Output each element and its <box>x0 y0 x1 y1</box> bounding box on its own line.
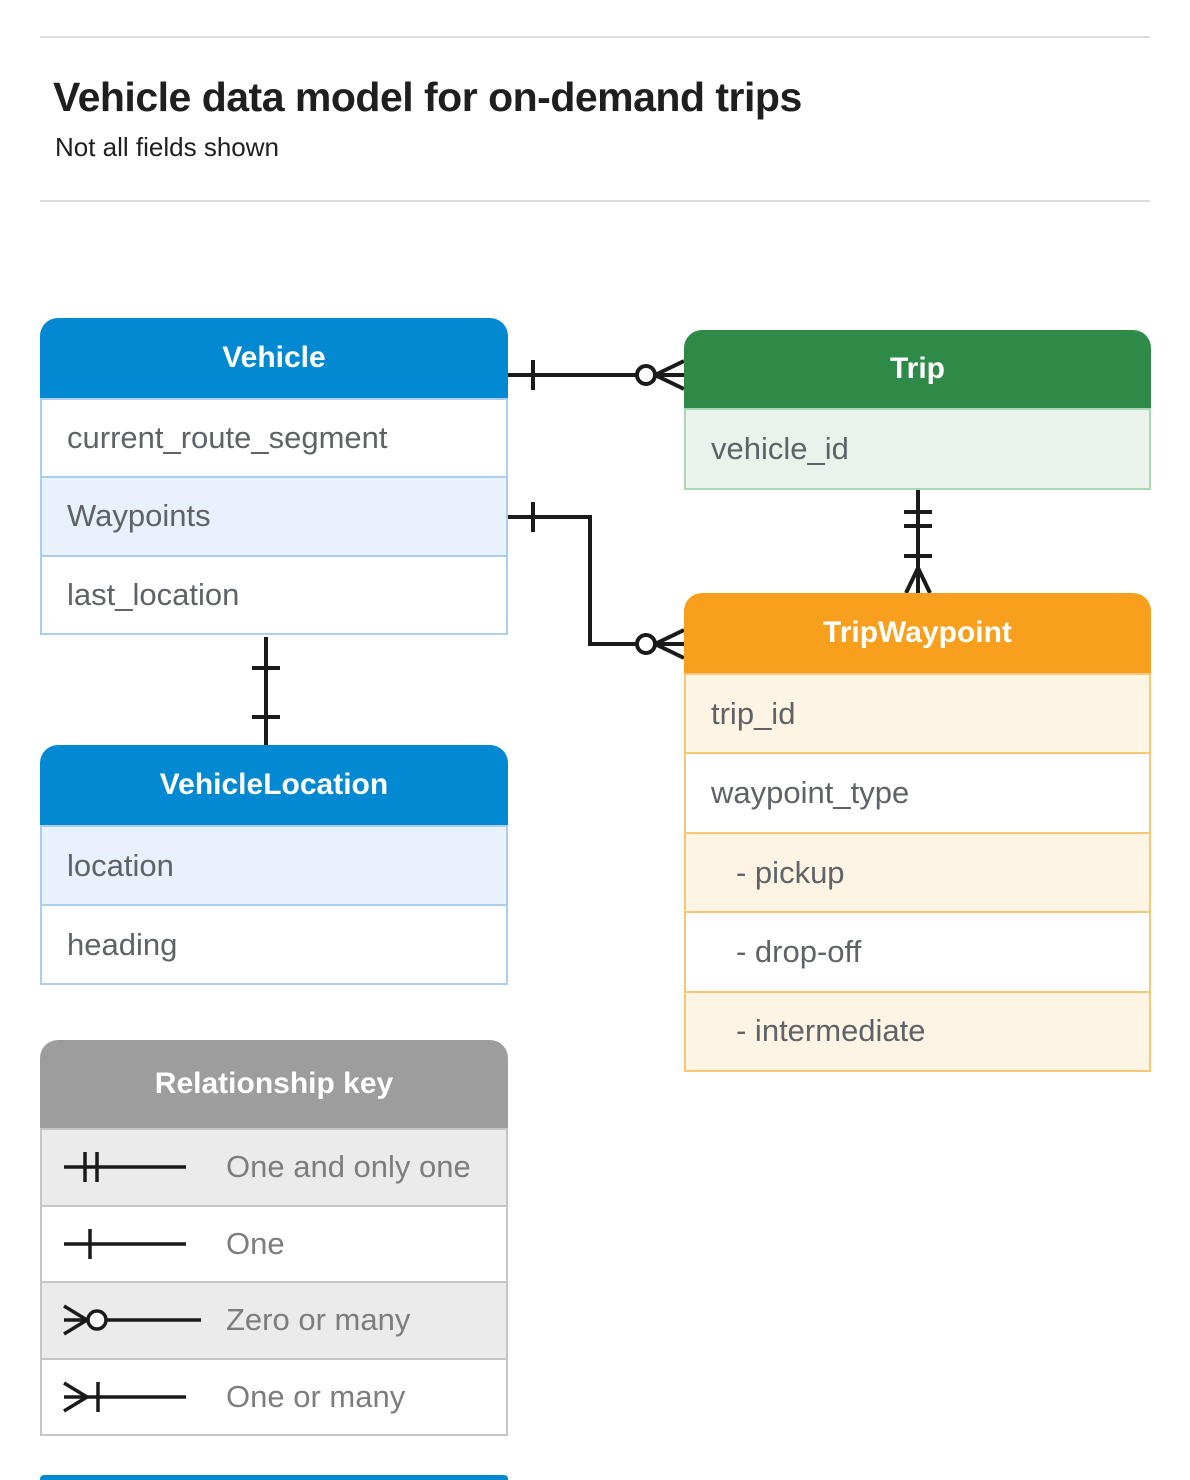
entity-vehiclelocation-title: VehicleLocation <box>40 745 508 825</box>
one-icon <box>64 1228 186 1259</box>
field-waypoint-type-pickup: - pickup <box>686 833 1149 914</box>
entity-tripwaypoint-title: TripWaypoint <box>684 593 1151 673</box>
entity-vehiclelocation: VehicleLocation location heading <box>40 745 508 985</box>
header-divider <box>40 200 1150 202</box>
top-divider <box>40 36 1150 38</box>
legend-label: One or many <box>226 1378 406 1414</box>
entity-vehicle: Vehicle current_route_segment Waypoints … <box>40 318 508 635</box>
connector-waypoints-tripwaypoint <box>508 502 685 660</box>
connector-vehicle-vehiclelocation <box>252 637 280 745</box>
field-location: location <box>42 827 506 906</box>
field-last-location: last_location <box>42 556 506 633</box>
field-waypoints: Waypoints <box>42 478 506 557</box>
connector-trip-tripwaypoint <box>904 490 932 594</box>
relationship-key: Relationship key One and only one One <box>40 1040 508 1436</box>
field-vehicle-id: vehicle_id <box>686 410 1149 488</box>
field-trip-id: trip_id <box>686 675 1149 755</box>
legend-item-one-and-only-one: One and only one <box>42 1130 506 1207</box>
page-title: Vehicle data model for on-demand trips <box>53 74 802 120</box>
legend-item-one: One <box>42 1206 506 1283</box>
field-waypoint-type-intermediate: - intermediate <box>686 992 1149 1071</box>
cropped-table-header-edge <box>40 1475 508 1480</box>
field-current-route-segment: current_route_segment <box>42 400 506 479</box>
one-or-many-icon <box>63 1381 186 1413</box>
one-and-only-one-icon <box>64 1152 186 1183</box>
legend-label: One <box>226 1225 285 1261</box>
legend-item-zero-or-many: Zero or many <box>42 1283 506 1360</box>
zero-or-many-icon <box>63 1304 201 1336</box>
legend-label: One and only one <box>226 1149 471 1185</box>
entity-trip: Trip vehicle_id <box>684 330 1151 490</box>
entity-tripwaypoint: TripWaypoint trip_id waypoint_type - pic… <box>684 593 1151 1072</box>
page-subtitle: Not all fields shown <box>55 132 279 162</box>
field-heading: heading <box>42 906 506 983</box>
legend-label: Zero or many <box>226 1302 411 1338</box>
field-waypoint-type: waypoint_type <box>686 754 1149 834</box>
entity-vehicle-title: Vehicle <box>40 318 508 398</box>
entity-trip-title: Trip <box>684 330 1151 408</box>
field-waypoint-type-drop-off: - drop-off <box>686 913 1149 993</box>
connector-vehicle-trip <box>508 359 685 391</box>
relationship-key-title: Relationship key <box>40 1040 508 1128</box>
legend-item-one-or-many: One or many <box>42 1359 506 1434</box>
